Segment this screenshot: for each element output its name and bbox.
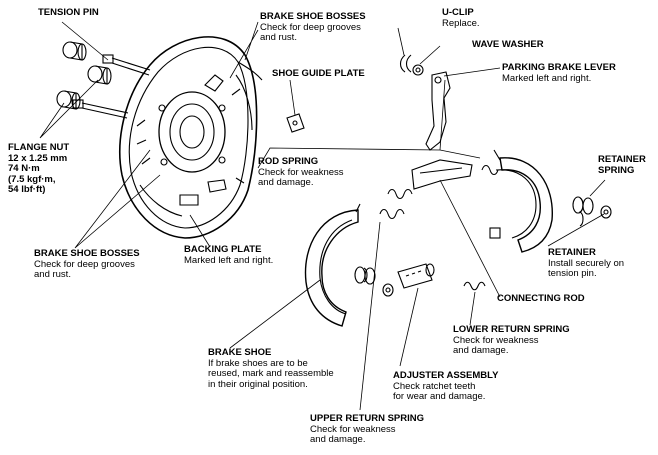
adjuster-assembly-desc-2: for wear and damage. [393, 391, 486, 402]
u-clip-desc: Replace. [442, 17, 480, 29]
label-upper-return-spring: UPPER RETURN SPRING Check for weakness a… [310, 413, 425, 446]
tension-pin-title: TENSION PIN [38, 7, 99, 18]
rod-spring-desc-1: Check for weakness [258, 166, 344, 178]
label-rod-spring: ROD SPRING Check for weakness and damage… [258, 156, 344, 189]
adjuster-assembly-desc-1: Check ratchet teeth [393, 380, 476, 392]
upper-return-spring-desc-1: Check for weakness [310, 423, 396, 435]
tension-pin-drawing [72, 54, 151, 119]
brake-shoe-title: BRAKE SHOE [208, 347, 272, 358]
connecting-rod-title: CONNECTING ROD [497, 293, 585, 304]
flange-nut-desc-1: 12 x 1.25 mm [8, 152, 68, 164]
label-connecting-rod: CONNECTING ROD [497, 293, 585, 305]
label-brake-shoe-bosses-bottom: BRAKE SHOE BOSSES Check for deep grooves… [34, 248, 140, 281]
brake-shoe-desc-2: reused, mark and reassemble [208, 368, 334, 379]
retainer-desc-2: tension pin. [548, 268, 597, 279]
label-brake-shoe-bosses-top: BRAKE SHOE BOSSES Check for deep grooves… [260, 11, 366, 44]
leader-lines [39, 21, 606, 411]
brake-shoe-desc-1: If brake shoes are to be [208, 357, 308, 369]
brake-shoe-bosses-top-title: BRAKE SHOE BOSSES [260, 11, 366, 22]
backing-plate-title: BACKING PLATE [184, 244, 262, 255]
brake-shoe-desc-3: in their original position. [208, 378, 308, 390]
retainer-drawing [600, 205, 612, 219]
backing-plate-drawing [119, 36, 263, 239]
flange-nut-desc-3: (7.5 kgf·m, [8, 173, 56, 185]
upper-return-spring-desc-2: and damage. [310, 434, 366, 445]
rod-spring-title: ROD SPRING [258, 156, 319, 167]
left-retainer-drawing [354, 266, 394, 297]
flange-nut-title: FLANGE NUT [8, 142, 70, 153]
adjuster-assembly-title: ADJUSTER ASSEMBLY [393, 370, 499, 381]
label-flange-nut: FLANGE NUT 12 x 1.25 mm 74 N·m (7.5 kgf·… [8, 142, 70, 196]
adjuster-assembly-drawing [397, 263, 435, 289]
retainer-title: RETAINER [548, 247, 596, 258]
backing-plate-desc: Marked left and right. [184, 254, 274, 266]
parking-brake-lever-drawing [425, 71, 451, 151]
wave-washer-drawing [412, 64, 424, 76]
label-backing-plate: BACKING PLATE Marked left and right. [184, 244, 274, 266]
flange-nut-desc-2: 74 N·m [8, 163, 40, 174]
label-wave-washer: WAVE WASHER [472, 39, 544, 51]
brake-shoe-bosses-bottom-desc-2: and rust. [34, 269, 71, 280]
label-shoe-guide-plate: SHOE GUIDE PLATE [272, 68, 365, 80]
u-clip-title: U-CLIP [442, 7, 474, 18]
label-adjuster-assembly: ADJUSTER ASSEMBLY Check ratchet teeth fo… [393, 370, 499, 403]
flange-nut-drawing [56, 41, 112, 110]
brake-shoe-bosses-top-desc-1: Check for deep grooves [260, 21, 361, 33]
lower-return-spring-desc-1: Check for weakness [453, 334, 539, 346]
retainer-spring-drawing [572, 196, 594, 227]
upper-return-spring-title: UPPER RETURN SPRING [310, 413, 425, 424]
label-retainer: RETAINER Install securely on tension pin… [548, 247, 625, 280]
label-parking-brake-lever: PARKING BRAKE LEVER Marked left and righ… [502, 62, 616, 84]
shoe-guide-plate-title: SHOE GUIDE PLATE [272, 68, 365, 79]
wave-washer-title: WAVE WASHER [472, 39, 544, 50]
parking-brake-lever-title: PARKING BRAKE LEVER [502, 62, 616, 73]
retainer-desc-1: Install securely on [548, 257, 625, 269]
flange-nut-desc-4: 54 lbf·ft) [8, 184, 46, 195]
connecting-rod-drawing [411, 159, 473, 190]
shoe-guide-plate-drawing [286, 113, 305, 133]
label-tension-pin: TENSION PIN [38, 7, 99, 19]
retainer-spring-title-1: RETAINER [598, 154, 646, 165]
rod-spring-drawing [387, 164, 499, 200]
parking-brake-lever-desc: Marked left and right. [502, 72, 592, 84]
label-u-clip: U-CLIP Replace. [442, 7, 480, 29]
right-brake-shoe-drawing [489, 149, 553, 253]
upper-return-spring-drawing [379, 208, 405, 220]
brake-shoe-bosses-top-desc-2: and rust. [260, 32, 297, 43]
brake-shoe-bosses-bottom-title: BRAKE SHOE BOSSES [34, 248, 140, 259]
lower-return-spring-title: LOWER RETURN SPRING [453, 324, 570, 335]
label-lower-return-spring: LOWER RETURN SPRING Check for weakness a… [453, 324, 570, 357]
label-retainer-spring: RETAINER SPRING [598, 154, 646, 176]
retainer-spring-title-2: SPRING [598, 164, 635, 176]
brake-shoe-bosses-bottom-desc-1: Check for deep grooves [34, 258, 135, 270]
left-brake-shoe-drawing [304, 203, 361, 327]
lower-return-spring-desc-2: and damage. [453, 345, 509, 356]
label-brake-shoe: BRAKE SHOE If brake shoes are to be reus… [208, 347, 334, 390]
rod-spring-desc-2: and damage. [258, 177, 314, 188]
u-clip-drawing [399, 54, 412, 73]
lower-return-spring-drawing [463, 281, 486, 291]
